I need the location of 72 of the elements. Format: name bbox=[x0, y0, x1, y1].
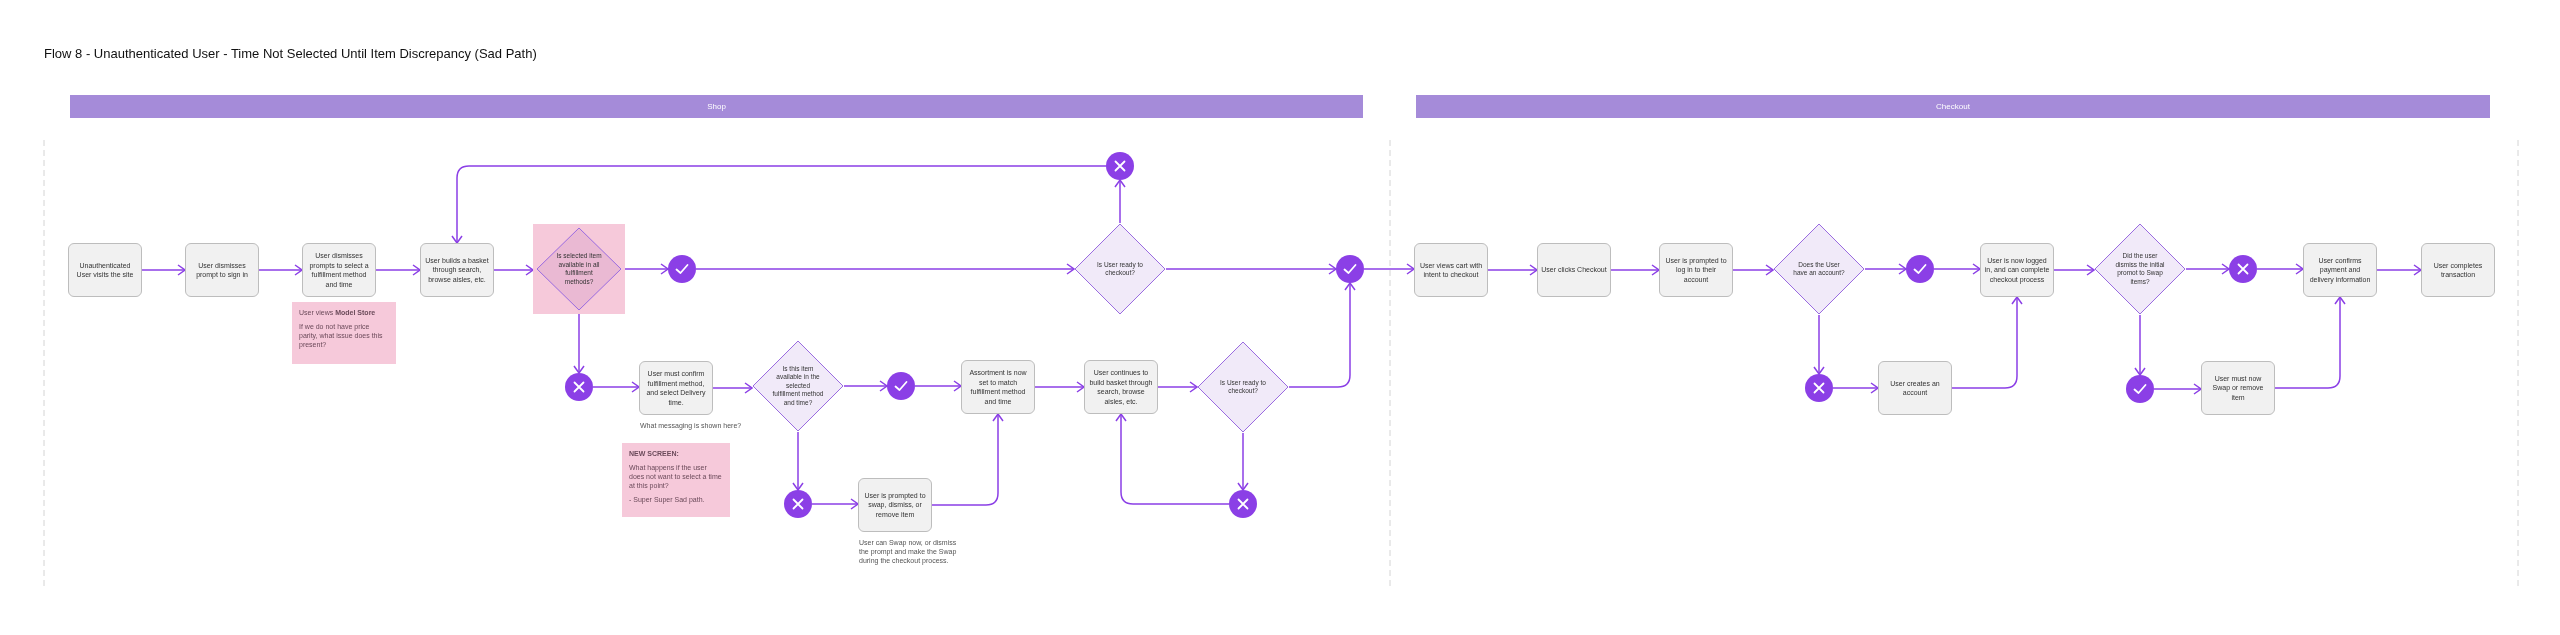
arrow bbox=[931, 413, 1004, 506]
process-box bbox=[1980, 243, 2054, 297]
sticky-note bbox=[292, 302, 396, 364]
lane-title: Checkout bbox=[1936, 100, 1970, 113]
lane-title: Shop bbox=[707, 100, 726, 113]
process-box bbox=[1084, 360, 1158, 414]
check-circle-icon bbox=[1906, 255, 1934, 283]
arrow bbox=[914, 380, 962, 392]
cross-circle-icon bbox=[1229, 490, 1257, 518]
arrow bbox=[451, 165, 1107, 244]
process-box bbox=[1878, 361, 1952, 415]
sticky-note bbox=[622, 443, 730, 517]
arrow bbox=[843, 380, 888, 392]
process-box bbox=[858, 478, 932, 532]
check-circle-icon bbox=[887, 372, 915, 400]
arrow bbox=[1034, 381, 1085, 393]
process-box bbox=[1659, 243, 1733, 297]
lane-header bbox=[1416, 95, 2490, 118]
process-box bbox=[1537, 243, 1611, 297]
diagram-title: Flow 8 - Unauthenticated User - Time Not Selected Until Item Discrepancy (Sad Path) bbox=[44, 45, 537, 63]
arrow bbox=[792, 431, 804, 491]
process-box bbox=[420, 243, 494, 297]
arrow bbox=[2053, 264, 2095, 276]
cross-circle-icon bbox=[1805, 374, 1833, 402]
check-circle-icon bbox=[668, 255, 696, 283]
arrow bbox=[592, 381, 640, 393]
arrow bbox=[1864, 263, 1907, 275]
process-box bbox=[68, 243, 142, 297]
arrow bbox=[573, 313, 585, 374]
process-box bbox=[185, 243, 259, 297]
arrow bbox=[1115, 413, 1230, 505]
arrow bbox=[1363, 263, 1415, 275]
cross-circle-icon bbox=[1106, 152, 1134, 180]
arrow bbox=[1157, 381, 1198, 393]
arrow bbox=[624, 263, 669, 275]
check-circle-icon bbox=[2126, 375, 2154, 403]
arrow bbox=[695, 263, 1075, 275]
lane-header bbox=[70, 95, 1363, 118]
arrow bbox=[1951, 296, 2023, 389]
arrow bbox=[1832, 382, 1879, 394]
arrow bbox=[1114, 179, 1126, 224]
arrow bbox=[375, 264, 421, 276]
arrow bbox=[2274, 296, 2346, 389]
process-box bbox=[2201, 361, 2275, 415]
arrow bbox=[712, 382, 753, 394]
arrow bbox=[2256, 263, 2304, 275]
arrow bbox=[2153, 383, 2202, 395]
cross-circle-icon bbox=[2229, 255, 2257, 283]
arrow bbox=[1487, 264, 1538, 276]
process-box bbox=[961, 360, 1035, 414]
process-box bbox=[639, 361, 713, 415]
arrow bbox=[2376, 264, 2422, 276]
cross-circle-icon bbox=[565, 373, 593, 401]
process-box bbox=[1414, 243, 1488, 297]
arrow bbox=[1610, 264, 1660, 276]
arrow bbox=[2185, 263, 2230, 275]
arrow bbox=[1237, 432, 1249, 491]
arrow bbox=[2134, 314, 2146, 376]
check-circle-icon bbox=[1336, 255, 1364, 283]
process-box bbox=[2421, 243, 2495, 297]
arrow bbox=[493, 264, 534, 276]
arrow bbox=[1813, 314, 1825, 375]
arrow bbox=[141, 264, 186, 276]
process-box bbox=[2303, 243, 2377, 297]
arrow bbox=[1165, 263, 1337, 275]
arrow bbox=[811, 498, 859, 510]
arrow bbox=[1288, 282, 1356, 388]
arrow bbox=[258, 264, 303, 276]
process-box bbox=[302, 243, 376, 297]
arrow bbox=[1933, 263, 1981, 275]
arrow bbox=[1732, 264, 1774, 276]
cross-circle-icon bbox=[784, 490, 812, 518]
